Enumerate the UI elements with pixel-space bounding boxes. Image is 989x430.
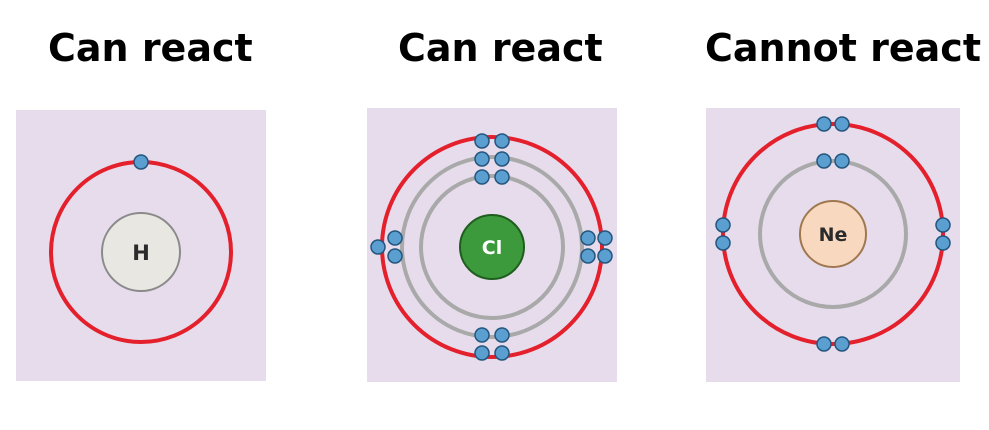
electron xyxy=(597,248,613,264)
electron xyxy=(715,235,731,251)
electron xyxy=(494,169,510,185)
hydrogen-atom-panel: H xyxy=(16,110,266,381)
electron xyxy=(133,154,149,170)
middle-shell xyxy=(400,155,584,339)
chlorine-atom-panel: Cl xyxy=(367,108,617,382)
electron xyxy=(387,248,403,264)
electron xyxy=(494,345,510,361)
nucleus-label-ne: Ne xyxy=(819,224,848,246)
nucleus xyxy=(101,212,181,292)
electron xyxy=(474,345,490,361)
electron xyxy=(370,239,386,255)
electrons xyxy=(370,133,613,361)
electron xyxy=(580,230,596,246)
electron xyxy=(834,153,850,169)
electron xyxy=(494,133,510,149)
electron xyxy=(834,336,850,352)
electron xyxy=(474,327,490,343)
electron xyxy=(494,151,510,167)
hydrogen-atom-diagram: H xyxy=(49,154,233,344)
electron xyxy=(597,230,613,246)
chlorine-atom-diagram: Cl xyxy=(370,133,613,361)
nucleus xyxy=(799,200,867,268)
atom-title-chlorine: Can react xyxy=(398,26,603,70)
inner-shell xyxy=(758,159,908,309)
neon-atom-panel: Ne xyxy=(706,108,960,382)
nucleus-label-h: H xyxy=(132,241,150,265)
electron xyxy=(935,217,951,233)
inner-shell xyxy=(419,174,565,320)
electron xyxy=(834,116,850,132)
electron xyxy=(387,230,403,246)
electron xyxy=(816,336,832,352)
outer-shell xyxy=(721,122,945,346)
electron xyxy=(474,151,490,167)
electron xyxy=(816,153,832,169)
atom-title-neon: Cannot react xyxy=(705,26,981,70)
electron xyxy=(474,169,490,185)
electron xyxy=(935,235,951,251)
nucleus-label-cl: Cl xyxy=(482,237,502,259)
electron xyxy=(715,217,731,233)
nucleus xyxy=(459,214,525,280)
electron xyxy=(580,248,596,264)
electron xyxy=(816,116,832,132)
electrons xyxy=(715,116,951,352)
neon-atom-diagram: Ne xyxy=(715,116,951,352)
atom-title-hydrogen: Can react xyxy=(48,26,253,70)
electron xyxy=(474,133,490,149)
electron xyxy=(494,327,510,343)
